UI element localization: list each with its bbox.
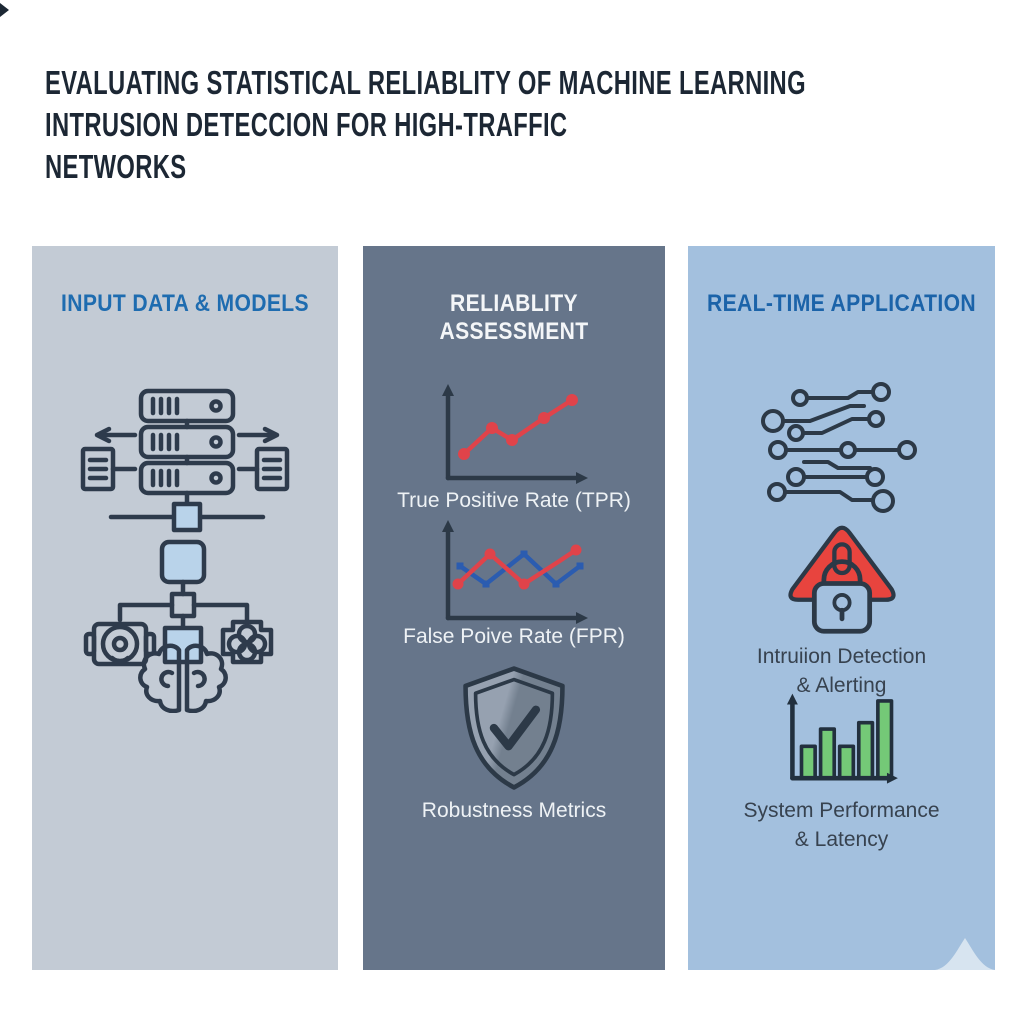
- model-flowchart-brain-icon: [83, 539, 274, 713]
- circuit-traces-icon: [761, 382, 917, 513]
- column-reliability-assessment: RELIABLITY ASSESSMENT True Positive Rate…: [363, 246, 665, 970]
- robustness-label: Robustness Metrics: [421, 799, 607, 822]
- corner-artifact-mark: [0, 3, 9, 17]
- title-line-1: EVALUATING STATISTICAL RELIABLITY OF MAC…: [45, 64, 806, 101]
- column-header: INPUT DATA & MODELS: [61, 290, 309, 317]
- alert-triangle-lock-icon: [788, 525, 896, 634]
- fpr-line-chart-icon: [442, 520, 588, 624]
- shield-check-icon: [463, 666, 565, 790]
- column-real-time-application: REAL-TIME APPLICATION Intruiion Detectio…: [688, 246, 995, 970]
- corner-wave-decoration: [935, 938, 995, 970]
- column-input-data-models: INPUT DATA & MODELS: [32, 246, 338, 970]
- fpr-label: False Poive Rate (FPR): [403, 625, 625, 648]
- green-bar-chart-icon: [786, 693, 898, 784]
- tpr-label: True Positive Rate (TPR): [397, 489, 631, 512]
- page-title: EVALUATING STATISTICAL RELIABLITY OF MAC…: [45, 62, 806, 188]
- tpr-line-chart-icon: [442, 384, 588, 484]
- intrusion-detection-label: Intruiion Detection & Alerting: [756, 645, 927, 697]
- server-stack-icon: [80, 388, 290, 533]
- title-line-2: INTRUSION DETECCION FOR HIGH-TRAFFIC: [45, 106, 568, 143]
- column-header: RELIABLITY ASSESSMENT: [439, 290, 589, 345]
- title-line-3: NETWORKS: [45, 148, 187, 185]
- column-header: REAL-TIME APPLICATION: [706, 290, 977, 317]
- system-performance-label: System Performance & Latency: [743, 799, 940, 851]
